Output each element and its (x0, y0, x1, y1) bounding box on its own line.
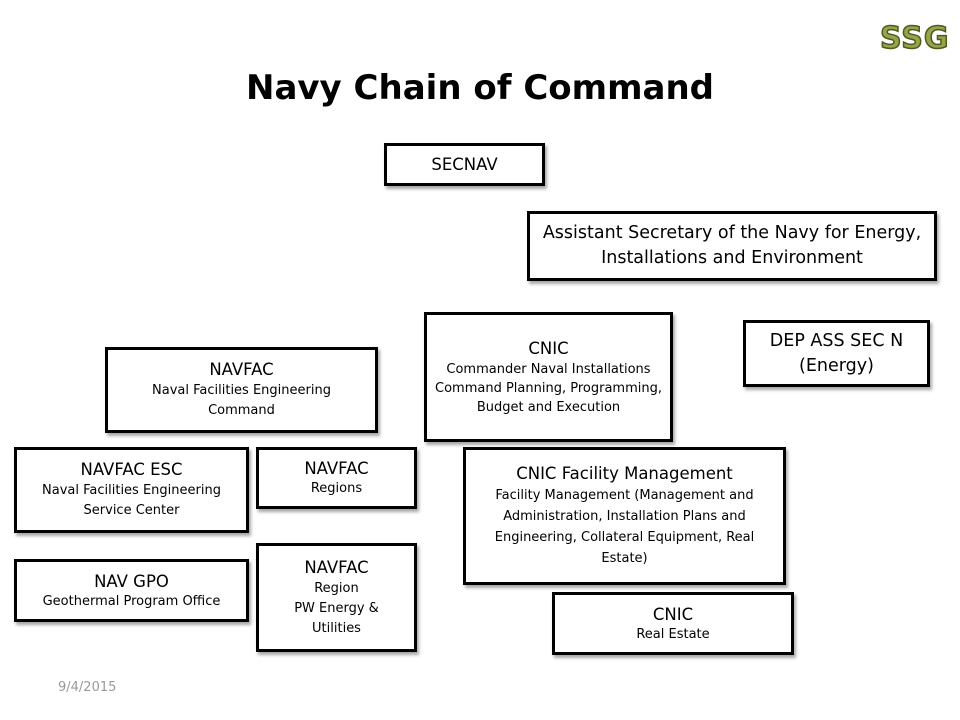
box-subtitle-pw: PW Energy & Utilities (294, 600, 379, 636)
box-subtitle: Regions (310, 481, 363, 496)
box-subtitle: Commander Naval Installations Command Pl… (435, 361, 662, 415)
org-box-navfac: NAVFAC Naval Facilities Engineering Comm… (105, 347, 378, 433)
org-box-navfac-region-pw: NAVFAC Region PW Energy & Utilities (256, 543, 417, 652)
box-title: NAV GPO (94, 571, 169, 591)
box-title: NAVFAC (304, 459, 369, 478)
org-box-cnic-real-estate: CNIC Real Estate (552, 592, 794, 655)
slide-date: 9/4/2015 (58, 680, 117, 695)
org-box-asn-eie: Assistant Secretary of the Navy for Ener… (527, 211, 937, 281)
box-subtitle-region: Region (314, 580, 359, 596)
org-box-nav-gpo: NAV GPO Geothermal Program Office (14, 559, 249, 622)
org-box-secnav: SECNAV (384, 143, 545, 186)
box-subtitle: Real Estate (636, 626, 710, 642)
box-title: NAVFAC (209, 360, 274, 379)
box-title: NAVFAC (304, 557, 369, 577)
box-title: Assistant Secretary of the Navy for Ener… (542, 223, 922, 268)
box-title: CNIC (652, 604, 694, 624)
box-subtitle: Facility Management (Management and Admi… (494, 488, 755, 566)
box-title: NAVFAC ESC (80, 460, 183, 479)
box-title: CNIC Facility Management (516, 464, 733, 483)
box-title: SECNAV (431, 154, 498, 174)
box-title: DEP ASS SEC N (Energy) (769, 330, 904, 376)
org-box-dep-ass-sec-n: DEP ASS SEC N (Energy) (743, 320, 930, 387)
org-box-cnic: CNIC Commander Naval Installations Comma… (424, 312, 673, 442)
org-box-navfac-esc: NAVFAC ESC Naval Facilities Engineering … (14, 447, 249, 533)
ssg-logo: SSG (879, 20, 950, 57)
box-subtitle: Naval Facilities Engineering Command (152, 383, 331, 418)
box-title: CNIC (528, 338, 569, 358)
box-subtitle: Geothermal Program Office (42, 593, 221, 609)
box-subtitle: Naval Facilities Engineering Service Cen… (42, 483, 221, 518)
org-box-cnic-facility-management: CNIC Facility Management Facility Manage… (463, 447, 786, 585)
org-box-navfac-regions: NAVFAC Regions (256, 447, 417, 509)
page-title: Navy Chain of Command (246, 68, 714, 108)
